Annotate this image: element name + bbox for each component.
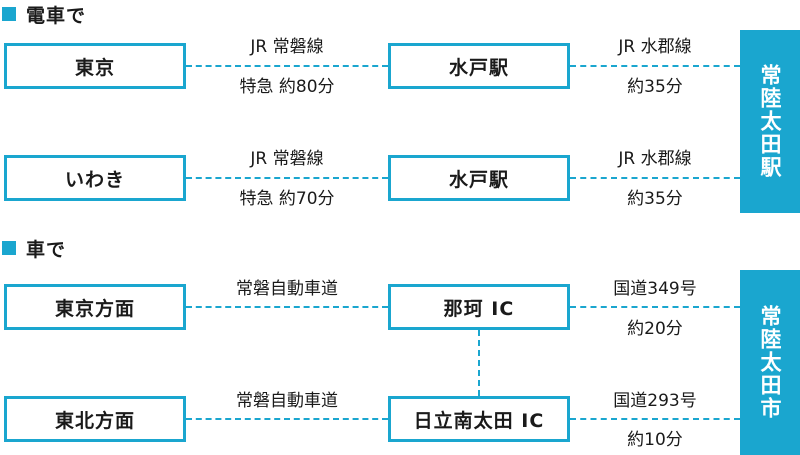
station-box-mito: 水戸駅 [388, 155, 570, 201]
route-line [570, 177, 740, 179]
car-time-label: 約10分 [627, 430, 683, 450]
train-time-label: 特急 約80分 [239, 77, 335, 97]
expressway-label: 常磐自動車道 [236, 391, 338, 411]
route-line [570, 306, 740, 308]
route-line [186, 65, 388, 67]
route-line [186, 418, 388, 420]
car-heading-text: 車で [26, 238, 67, 261]
car-time-label: 約20分 [627, 319, 683, 339]
station-box-iwaki: いわき [4, 155, 186, 201]
train-line-label: JR 水郡線 [618, 37, 692, 57]
destination-hitachiota-city: 常陸太田市 [740, 270, 800, 455]
origin-box-tokyo-direction: 東京方面 [4, 284, 186, 330]
station-box-mito: 水戸駅 [388, 43, 570, 89]
national-road-label: 国道349号 [613, 279, 697, 299]
destination-hitachiota-station: 常陸太田駅 [740, 30, 800, 213]
expressway-label: 常磐自動車道 [236, 279, 338, 299]
car-section-heading: 車で [0, 236, 67, 261]
train-line-label: JR 常磐線 [250, 149, 324, 169]
train-section-heading: 電車で [0, 2, 87, 27]
ic-box-naka: 那珂 IC [388, 284, 570, 330]
train-time-label: 約35分 [627, 77, 683, 97]
origin-box-tohoku-direction: 東北方面 [4, 396, 186, 442]
route-line [186, 306, 388, 308]
train-line-label: JR 常磐線 [250, 37, 324, 57]
ic-connector-line [478, 330, 480, 396]
square-bullet-icon [2, 7, 16, 21]
station-box-tokyo: 東京 [4, 43, 186, 89]
square-bullet-icon [2, 241, 16, 255]
ic-box-hitachi-minami-ota: 日立南太田 IC [388, 396, 570, 442]
route-line [570, 65, 740, 67]
national-road-label: 国道293号 [613, 391, 697, 411]
train-time-label: 特急 約70分 [239, 189, 335, 209]
route-line [570, 418, 740, 420]
train-heading-text: 電車で [26, 4, 87, 27]
train-line-label: JR 水郡線 [618, 149, 692, 169]
train-time-label: 約35分 [627, 189, 683, 209]
route-line [186, 177, 388, 179]
